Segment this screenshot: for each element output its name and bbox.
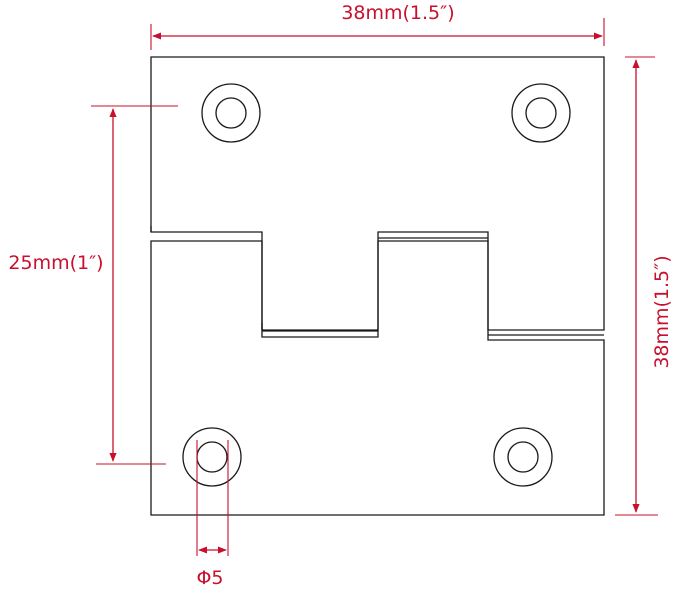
left-height-dimension: 25mm(1″) [8, 105, 178, 465]
hole-top-right [511, 83, 571, 143]
right-height-label: 38mm(1.5″) [651, 255, 673, 368]
right-height-dimension: 38mm(1.5″) [615, 56, 673, 516]
hole-top-left [201, 83, 261, 143]
top-width-dimension: 38mm(1.5″) [150, 2, 605, 50]
upper-leaf-outline [150, 56, 605, 331]
lower-leaf-outline [150, 240, 605, 516]
hole-diameter-dimension: Φ5 [196, 440, 229, 589]
hole-bottom-left [182, 427, 242, 487]
upper-knuckle-lines [261, 237, 488, 330]
hole-diameter-label: Φ5 [196, 567, 223, 589]
top-width-label: 38mm(1.5″) [341, 2, 454, 24]
left-height-label: 25mm(1″) [8, 252, 103, 274]
hole-bottom-right [493, 427, 553, 487]
lower-knuckle-lines [262, 330, 604, 336]
